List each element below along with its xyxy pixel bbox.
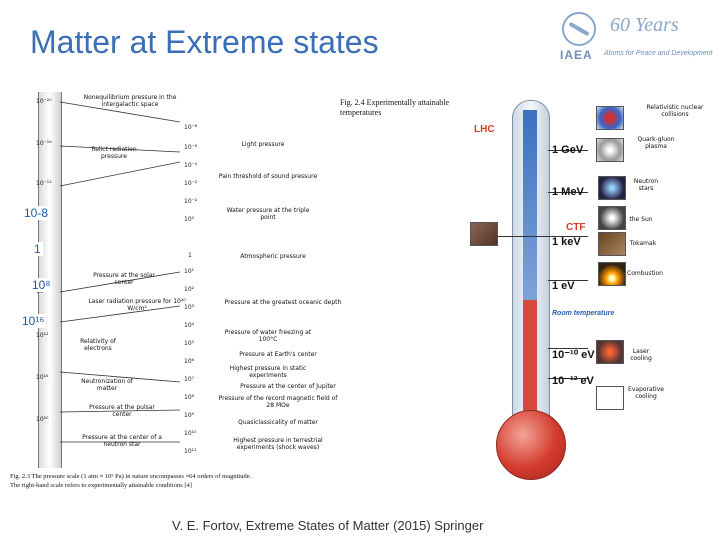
fig23-caption-line: Fig. 2.3 The pressure scale (1 atm ≈ 10⁵… <box>10 473 252 480</box>
tokamak-image <box>598 232 626 256</box>
atom-emblem-icon <box>562 12 596 46</box>
neutron-star-image <box>598 176 626 200</box>
pressure-right-label: Atmospheric pressure <box>240 253 306 260</box>
ctf-image <box>470 222 498 246</box>
fig23-caption-line: The right-hand scale refers to experimen… <box>10 482 192 489</box>
combustion-image <box>598 262 626 286</box>
temperature-side-label: Relativistic nuclear collisions <box>646 104 704 118</box>
middle-tick: 10¹¹ <box>184 448 197 455</box>
scale-line <box>548 348 588 349</box>
temperature-side-label: the Sun <box>629 216 653 223</box>
nuclear-collision-image <box>596 106 624 130</box>
middle-tick: 10⁰ <box>184 216 195 223</box>
middle-tick: 10¹ <box>184 268 195 275</box>
pressure-label: Neutronization of matter <box>81 378 133 392</box>
scale-line <box>548 192 588 193</box>
temperature-scale-label: 10⁻¹⁰ eV <box>552 349 595 361</box>
temperature-scale-label: 1 keV <box>552 236 581 248</box>
middle-tick: 10⁻⁸ <box>184 124 198 131</box>
middle-tick: 10⁻⁴ <box>184 162 198 169</box>
temperature-side-label: Laser cooling <box>630 348 652 362</box>
pressure-tick: 10¹² <box>36 332 49 339</box>
pressure-tick: 10¹⁶ <box>36 374 49 381</box>
room-temperature-label: Room temperature <box>552 310 615 317</box>
middle-tick: 10² <box>184 286 195 293</box>
pressure-label: Pressure at the solar center <box>93 272 155 286</box>
pressure-label: Pressure at the pulsar center <box>89 404 155 418</box>
pressure-experimental-labels: Light pressure Pain threshold of sound p… <box>218 135 358 465</box>
middle-tick: 10⁻⁶ <box>184 144 198 151</box>
thermometer-cold-column <box>523 110 537 300</box>
fig24-title: Fig. 2.4 Experimentally attainable tempe… <box>340 98 450 117</box>
middle-tick: 10⁸ <box>184 394 195 401</box>
slide-title: Matter at Extreme states <box>30 24 379 60</box>
pressure-tick: 10⁻¹⁶ <box>36 140 52 147</box>
thermometer-bulb <box>496 410 566 480</box>
temperature-scale-label: 1 eV <box>552 280 575 292</box>
lhc-label: LHC <box>474 124 495 135</box>
overlay-label: 10¹⁶ <box>20 314 47 328</box>
fig23-caption: Fig. 2.3 The pressure scale (1 atm ≈ 10⁵… <box>10 472 360 490</box>
middle-tick: 10⁻² <box>184 198 198 205</box>
ctf-label: CTF <box>566 222 586 233</box>
pressure-middle-scale: 10⁻⁸ 10⁻⁶ 10⁻⁴ 10⁻² 10⁻² 10⁰ 1 10¹ 10² 1… <box>178 118 214 462</box>
logo-org: IAEA <box>560 48 593 62</box>
temperature-side-label: Evaporative cooling <box>628 386 664 400</box>
middle-tick: 10¹⁰ <box>184 430 197 437</box>
sun-image <box>598 206 626 230</box>
pressure-right-label: Highest pressure in static experiments <box>229 365 307 379</box>
pressure-right-label: Pressure at the center of Jupiter <box>240 383 336 390</box>
middle-tick: 10⁻² <box>184 180 198 187</box>
overlay-label: 10-8 <box>22 206 51 220</box>
middle-tick: 10⁶ <box>184 358 195 365</box>
logo-tagline: Atoms for Peace and Development <box>604 50 713 57</box>
overlay-label: 1 <box>32 242 43 256</box>
logo-years: 60 Years <box>610 14 679 36</box>
scale-line <box>548 150 588 151</box>
temperature-side-label: Neutron stars <box>633 178 659 192</box>
temperature-side-label: Tokamak <box>629 240 657 247</box>
pressure-right-label: Pain threshold of sound pressure <box>218 173 318 180</box>
middle-tick: 10⁵ <box>184 340 195 347</box>
middle-tick: 10⁴ <box>184 322 195 329</box>
middle-tick: 10⁹ <box>184 412 195 419</box>
scale-line <box>488 236 588 237</box>
pressure-right-label: Pressure at Earth's center <box>239 351 317 358</box>
temperature-side-label: Quark-gluon plasma <box>637 136 675 150</box>
pressure-right-label: Light pressure <box>241 141 285 148</box>
pressure-label: Relativity of electrons <box>80 338 116 352</box>
iaea-60-years-logo: 60 Years IAEA Atoms for Peace and Develo… <box>556 10 713 62</box>
middle-tick: 10³ <box>184 304 195 311</box>
pressure-tick: 10²⁰ <box>36 416 49 423</box>
scale-line <box>548 280 588 281</box>
pressure-label: Relict radiation pressure <box>91 146 137 160</box>
evaporative-cooling-image <box>596 386 624 410</box>
middle-tick: 1 <box>188 252 192 259</box>
pressure-right-label: Pressure of water freezing at 100°C <box>224 329 312 343</box>
laser-cooling-image <box>596 340 624 364</box>
pressure-right-label: Pressure at the greatest oceanic depth <box>224 299 342 306</box>
temperature-scale-label: 10⁻¹² eV <box>552 375 594 387</box>
pressure-tick: 10⁻²⁰ <box>36 98 52 105</box>
pressure-right-label: Water pressure at the triple point <box>226 207 310 221</box>
pressure-right-label: Quasiclassicality of matter <box>238 419 318 426</box>
thermometer-hot-column <box>523 300 537 420</box>
scale-line <box>548 378 588 379</box>
pressure-right-label: Highest pressure in terrestrial experime… <box>233 437 323 451</box>
pressure-label: Pressure at the center of a neutron star <box>82 434 162 448</box>
temperature-scale-label: 1 GeV <box>552 144 584 156</box>
temperature-side-label: Combustion <box>627 270 663 277</box>
pressure-tick: 10⁻¹² <box>36 180 52 187</box>
citation: V. E. Fortov, Extreme States of Matter (… <box>172 518 484 533</box>
overlay-label: 10⁸ <box>30 278 53 292</box>
pressure-label: Nonequilibrium pressure in the intergala… <box>83 94 177 108</box>
pressure-leader-lines <box>60 101 181 443</box>
pressure-scale-figure: 10⁻²⁰ 10⁻¹⁶ 10⁻¹² 10⁸ 10¹² 10¹⁶ 10²⁰ Non… <box>12 92 212 468</box>
middle-tick: 10⁷ <box>184 376 195 383</box>
quark-gluon-image <box>596 138 624 162</box>
pressure-label: Laser radiation pressure for 10²⁰ W/cm² <box>88 298 186 312</box>
temperature-scale-label: 1 MeV <box>552 186 584 198</box>
pressure-right-label: Pressure of the record magnetic field of… <box>218 395 338 409</box>
